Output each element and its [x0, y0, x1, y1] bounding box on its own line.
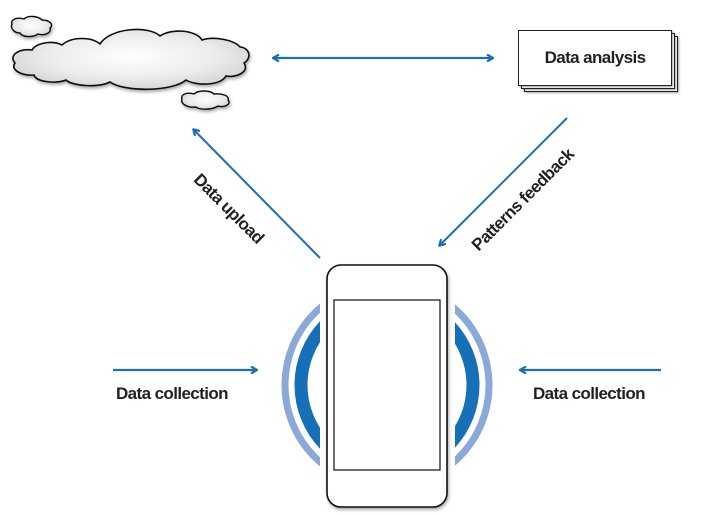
cloud-small-right: [181, 90, 230, 110]
cloud-main: [12, 28, 250, 91]
cloud-icon: [10, 15, 250, 110]
data-analysis-label: Data analysis: [544, 48, 646, 67]
smartphone-icon: [326, 264, 448, 508]
data-collection-left-label: Data collection: [116, 384, 229, 403]
cloud-small-left: [10, 15, 53, 38]
data-upload-arrow: [194, 130, 321, 259]
phone-screen: [333, 299, 441, 471]
data-collection-right-label: Data collection: [533, 384, 646, 403]
data-analysis-card: Data analysis: [518, 30, 672, 86]
data-analysis-node: Data analysis: [518, 30, 678, 92]
patterns-feedback-arrow: [440, 117, 568, 245]
